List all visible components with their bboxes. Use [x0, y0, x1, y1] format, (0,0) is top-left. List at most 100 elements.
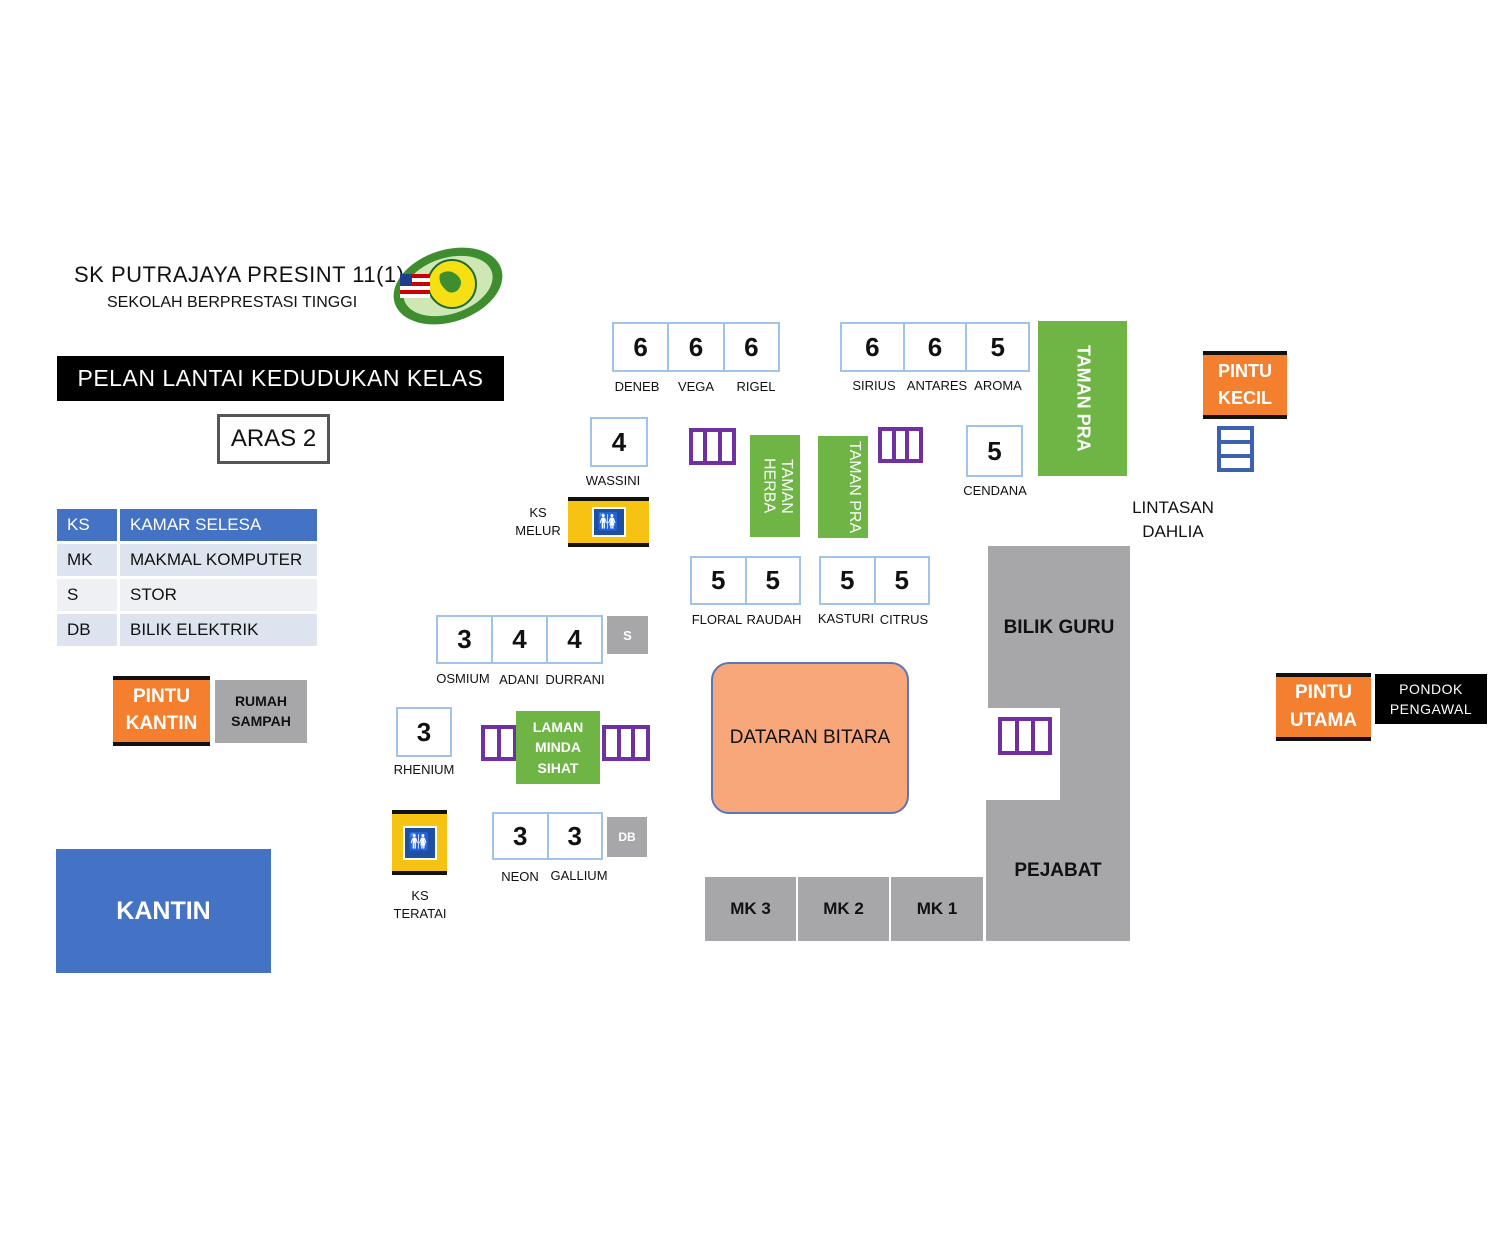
school-crest-icon: [393, 247, 503, 325]
classroom-group: 6 6 5: [840, 322, 1030, 372]
gate-pintu-utama: PINTU UTAMA: [1276, 673, 1371, 741]
gate-label: KECIL: [1218, 388, 1272, 408]
class-name: CENDANA: [963, 483, 1027, 498]
walkway-label: DAHLIA: [1142, 521, 1204, 541]
class-grade: 3: [494, 814, 549, 858]
class-name: CITRUS: [879, 612, 929, 627]
class-grade: 3: [438, 617, 493, 662]
class-grade: 5: [765, 565, 780, 595]
classroom-group: 5 5: [690, 556, 801, 605]
class-grade: 5: [990, 331, 1005, 362]
dataran-bitara: DATARAN BITARA: [711, 662, 909, 814]
gate-pintu-kecil: PINTU KECIL: [1203, 351, 1287, 419]
class-grade: 5: [821, 558, 876, 603]
class-name: DURRANI: [545, 672, 605, 687]
class-grade: 5: [894, 565, 909, 595]
stairs-icon: [1217, 426, 1254, 472]
class-grade: 6: [905, 324, 968, 370]
gate-label: PINTU: [1218, 361, 1272, 381]
plan-title: PELAN LANTAI KEDUDUKAN KELAS: [57, 356, 504, 401]
level-label: ARAS 2: [217, 414, 330, 464]
garden-label: LAMAN: [532, 719, 584, 736]
garden-label: TAMAN PRA: [1073, 345, 1094, 452]
class-grade: 3: [567, 820, 582, 851]
pondok-pengawal: PONDOK PENGAWAL: [1375, 674, 1487, 724]
classroom-group: 5: [966, 425, 1023, 477]
class-name: OSMIUM: [436, 671, 490, 686]
class-name: RHENIUM: [393, 762, 455, 777]
rumah-sampah: RUMAH SAMPAH: [215, 680, 307, 743]
classroom-group: 5 5: [819, 556, 930, 605]
garden-taman-pra: TAMAN PRA: [1038, 321, 1127, 476]
rumah-sampah-label: SAMPAH: [231, 712, 291, 729]
legend-row: S STOR: [57, 579, 317, 611]
pondok-label: PONDOK: [1399, 680, 1463, 697]
gate-label: UTAMA: [1289, 710, 1358, 731]
lintasan-dahlia: LINTASAN DAHLIA: [1132, 496, 1214, 544]
gate-pintu-kantin: PINTU KANTIN: [113, 676, 210, 746]
garden-label: TAMAN HERBA: [760, 458, 795, 518]
lab-mk2: MK 2: [798, 877, 889, 941]
legend-row: DB BILIK ELEKTRIK: [57, 614, 317, 646]
gate-label: PINTU: [1295, 682, 1352, 704]
class-name: DENEB: [614, 379, 660, 394]
ks-label: KS: [529, 505, 547, 520]
class-grade: 5: [692, 558, 747, 603]
classroom-group: 3: [396, 707, 452, 757]
bilik-elektrik: DB: [607, 817, 647, 857]
gate-label: KANTIN: [125, 713, 198, 734]
garden-taman-herba: TAMAN HERBA: [750, 435, 800, 537]
walkway-label: LINTASAN: [1132, 498, 1214, 517]
kantin: KANTIN: [56, 849, 271, 973]
legend-meaning: BILIK ELEKTRIK: [120, 614, 317, 646]
toilet-icon: 🚻: [591, 507, 626, 537]
stairs-icon: [481, 725, 517, 761]
toilet-icon: 🚻: [402, 825, 437, 860]
class-name: FLORAL: [691, 612, 743, 627]
pejabat-block: [986, 800, 1130, 941]
school-name: SK PUTRAJAYA PRESINT 11(1): [74, 262, 405, 287]
class-grade: 4: [567, 624, 582, 654]
stairs-icon: [998, 717, 1052, 755]
legend-code: S: [57, 579, 120, 611]
class-name: ADANI: [499, 672, 539, 687]
class-grade: 5: [987, 435, 1002, 466]
gate-label: PINTU: [133, 686, 190, 708]
classroom-group: 3 3: [492, 812, 603, 860]
garden-label: MINDA: [535, 739, 581, 756]
class-name: ANTARES: [906, 378, 968, 393]
class-name: NEON: [501, 869, 539, 884]
bilik-guru-block: [988, 546, 1130, 708]
class-grade: 6: [669, 324, 725, 370]
rumah-sampah-label: RUMAH: [234, 692, 288, 709]
ks-label: KS: [411, 888, 429, 903]
pejabat-label: PEJABAT: [1014, 860, 1102, 881]
classroom-group: 4: [590, 417, 648, 467]
class-name: RIGEL: [736, 379, 776, 394]
lab-mk3: MK 3: [705, 877, 796, 941]
class-name: VEGA: [677, 379, 715, 394]
ks-teratai-label: KS TERATAI: [389, 887, 451, 922]
class-name: RAUDAH: [746, 612, 802, 627]
garden-label: SIHAT: [537, 759, 579, 776]
pondok-label: PENGAWAL: [1389, 701, 1473, 717]
class-grade: 6: [842, 324, 905, 370]
legend-meaning: KAMAR SELESA: [120, 509, 317, 541]
legend-row: KS KAMAR SELESA: [57, 509, 317, 541]
stairs-icon: [602, 725, 650, 761]
class-name: AROMA: [974, 378, 1022, 393]
legend: KS KAMAR SELESA MK MAKMAL KOMPUTER S STO…: [57, 506, 317, 649]
bilik-guru-label: BILIK GURU: [1003, 617, 1115, 638]
class-name: SIRIUS: [852, 378, 896, 393]
class-grade: 4: [611, 426, 627, 457]
legend-meaning: MAKMAL KOMPUTER: [120, 544, 317, 576]
class-grade: 4: [493, 617, 548, 662]
class-grade: 6: [744, 331, 759, 362]
garden-taman-pra-small: TAMAN PRA: [818, 436, 868, 538]
classroom-group: 6 6 6: [612, 322, 780, 372]
class-name: GALLIUM: [550, 868, 608, 883]
classroom-group: 3 4 4: [436, 615, 603, 664]
ks-label: MELUR: [515, 522, 561, 538]
lab-mk1: MK 1: [891, 877, 983, 941]
legend-code: MK: [57, 544, 120, 576]
